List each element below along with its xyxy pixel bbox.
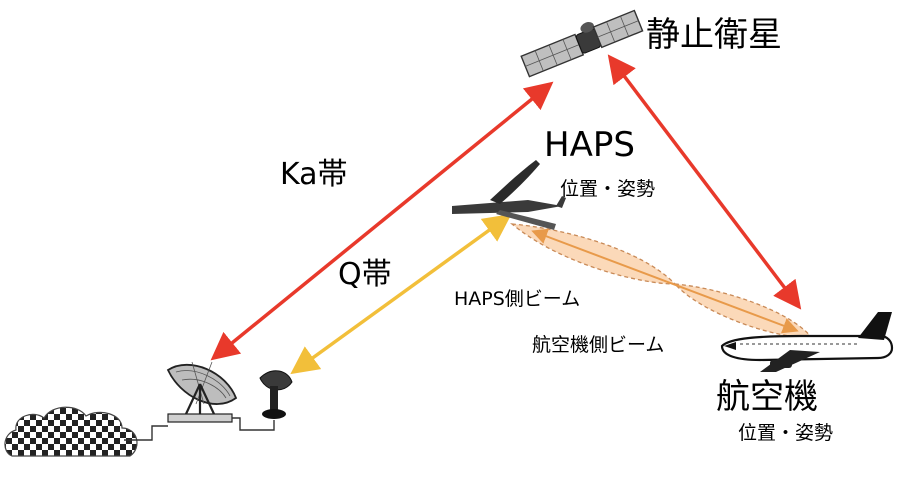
small-dish-icon [259, 370, 293, 419]
aircraft-beam-label: 航空機側ビーム [532, 334, 665, 356]
beam-link-arrow [531, 228, 799, 334]
haps-label: HAPS [544, 125, 635, 165]
q-band-label: Q帯 [338, 257, 392, 292]
airliner-icon [720, 312, 894, 372]
ka-band-link-arrow [210, 81, 554, 361]
network-cloud-icon [4, 406, 138, 457]
parabolic-dish-icon [166, 361, 238, 423]
ka-band-label: Ka帯 [280, 157, 348, 192]
haps-beam-label: HAPS側ビーム [454, 288, 581, 310]
haps-aircraft-icon [452, 160, 566, 230]
ground-connection [124, 417, 275, 441]
satellite-aircraft-link-arrow [607, 54, 802, 310]
aircraft-attitude-label: 位置・姿勢 [738, 422, 834, 444]
satellite-icon [520, 9, 644, 78]
satellite-label: 静止衛星 [646, 15, 782, 55]
aircraft-label: 航空機 [716, 377, 818, 417]
q-band-link-arrow [290, 213, 512, 375]
haps-attitude-label: 位置・姿勢 [560, 178, 656, 200]
